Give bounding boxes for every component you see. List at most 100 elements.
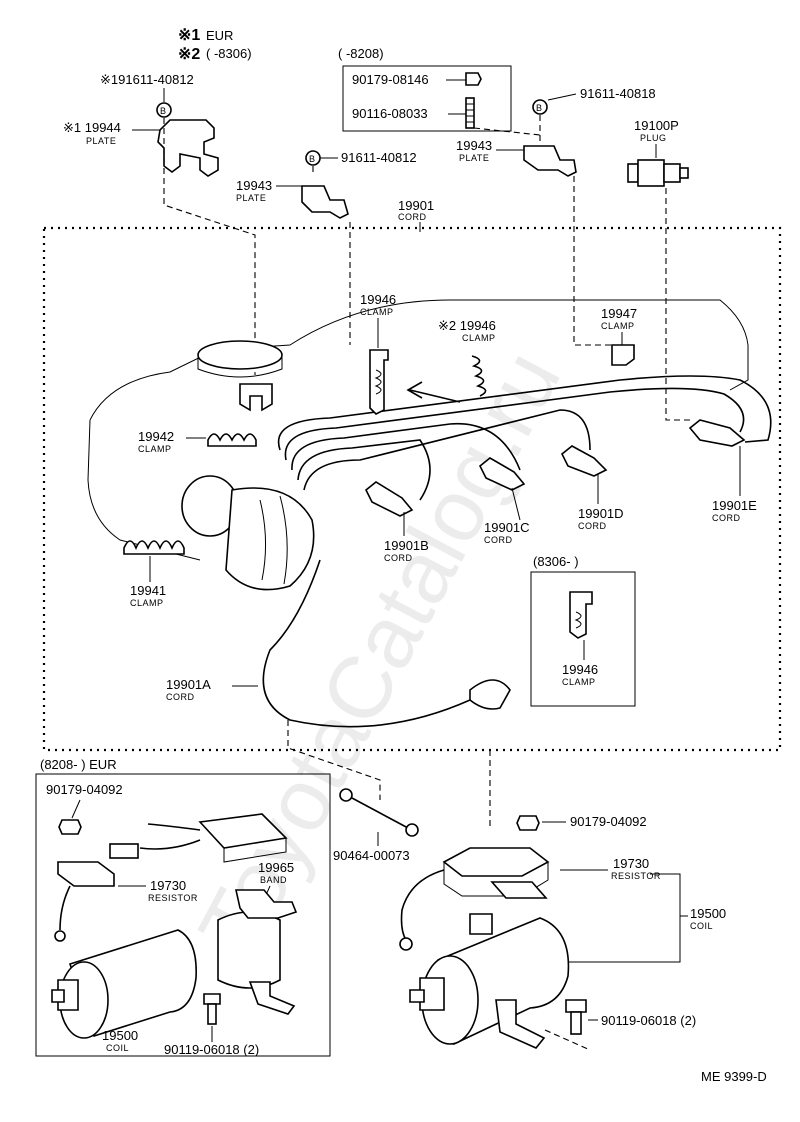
note2-text: ( -8306) <box>206 46 252 61</box>
inset-box-8306 <box>530 571 636 707</box>
dotted-frame <box>42 226 782 752</box>
note2-mark: ※2 <box>178 46 200 63</box>
nut-right-icon <box>516 815 540 831</box>
bolt-symbol-2: B <box>305 150 321 166</box>
part-90116-08033: 90116-08033 <box>352 106 428 121</box>
resistor-left <box>54 813 288 942</box>
part-19946-2: ※2 19946 <box>438 318 496 333</box>
nut-icon <box>465 72 482 86</box>
part-19901C-sub: CORD <box>484 535 513 545</box>
diagram-code: ME 9399-D <box>701 1069 767 1084</box>
bolt-symbol-3: B <box>532 99 548 115</box>
part-19943-left-sub: PLATE <box>236 193 266 203</box>
part-19500-left-sub: COIL <box>106 1043 129 1053</box>
coil-right <box>409 913 570 1049</box>
part-90179-04092-left: 90179-04092 <box>46 782 123 797</box>
bolt-box <box>342 65 512 132</box>
part-19901C: 19901C <box>484 520 530 535</box>
part-90179-04092-right: 90179-04092 <box>570 814 647 829</box>
part-19901B: 19901B <box>384 538 429 553</box>
part-19100P: 19100P <box>634 118 679 133</box>
wire-90464 <box>339 788 419 837</box>
clamp-19947 <box>611 344 635 366</box>
part-90464-00073: 90464-00073 <box>333 848 410 863</box>
part-90179-08146: 90179-08146 <box>352 72 429 87</box>
plate-19943-left <box>301 185 349 219</box>
part-19500-right: 19500 <box>690 906 726 921</box>
part-19947-sub: CLAMP <box>601 321 635 331</box>
note3-text: ( -8208) <box>338 46 384 61</box>
cord-bundle <box>262 375 772 728</box>
part-19965-sub: BAND <box>260 875 287 885</box>
part-19730-left: 19730 <box>150 878 186 893</box>
cord-boots <box>364 419 746 710</box>
header-notes: ※1 EUR ※2 ( -8306) ( -8208) <box>178 27 384 63</box>
part-19901E-sub: CORD <box>712 513 741 523</box>
part-19730-left-sub: RESISTOR <box>148 893 198 903</box>
note1-mark: ※1 <box>178 27 200 44</box>
part-19901: 19901 <box>398 198 434 213</box>
part-19943-left: 19943 <box>236 178 272 193</box>
plate-19944 <box>157 119 219 177</box>
clamp-19942 <box>207 433 257 447</box>
clamp-19946-2 <box>471 355 487 397</box>
part-19946-inset: 19946 <box>562 662 598 677</box>
part-19965: 19965 <box>258 860 294 875</box>
part-19946-2-sub: CLAMP <box>462 333 496 343</box>
part-8306: (8306- ) <box>533 554 579 569</box>
svg-text:B: B <box>309 154 316 164</box>
bolt-left <box>203 993 221 1025</box>
part-19901D-sub: CORD <box>578 521 607 531</box>
part-90119-06018-right: 90119-06018 (2) <box>601 1013 696 1028</box>
svg-text:B: B <box>160 106 167 116</box>
note1-text: EUR <box>206 28 233 43</box>
part-19901E: 19901E <box>712 498 757 513</box>
band-19965 <box>217 889 298 1015</box>
part-19901-sub: CORD <box>398 212 427 222</box>
spark-plug <box>627 159 689 187</box>
part-91611-40818: 91611-40818 <box>580 86 656 101</box>
distributor <box>181 475 315 591</box>
clamp-19941 <box>123 540 185 555</box>
part-19943-right-sub: PLATE <box>459 153 489 163</box>
part-19730-right-sub: RESISTOR <box>611 871 661 881</box>
part-19941: 19941 <box>130 583 166 598</box>
part-19901B-sub: CORD <box>384 553 413 563</box>
part-19901A: 19901A <box>166 677 211 692</box>
plate-19943-right <box>523 145 577 177</box>
part-191611-40812: ※191611-40812 <box>100 72 194 87</box>
clamp-19946 <box>369 349 389 415</box>
part-19944-sub: PLATE <box>86 136 116 146</box>
bolt-symbol-1: B <box>156 102 172 118</box>
part-19946: 19946 <box>360 292 396 307</box>
part-19901D: 19901D <box>578 506 624 521</box>
part-19942-sub: CLAMP <box>138 444 172 454</box>
nut-left-icon <box>58 819 82 835</box>
part-19901A-sub: CORD <box>166 692 195 702</box>
part-90119-06018-left: 90119-06018 (2) <box>164 1042 259 1057</box>
oil-cap <box>197 340 283 412</box>
part-19942: 19942 <box>138 429 174 444</box>
engine-outline <box>89 299 749 421</box>
stud-icon <box>465 97 475 129</box>
part-19943-right: 19943 <box>456 138 492 153</box>
coil-left <box>51 929 197 1039</box>
direction-arrow <box>406 381 461 403</box>
bolt-right <box>565 999 587 1035</box>
part-19946-inset-sub: CLAMP <box>562 677 596 687</box>
part-19947: 19947 <box>601 306 637 321</box>
inset-box-8208 <box>35 773 331 1057</box>
part-19941-sub: CLAMP <box>130 598 164 608</box>
part-19500-right-sub: COIL <box>690 921 713 931</box>
part-19730-right: 19730 <box>613 856 649 871</box>
part-19946-sub: CLAMP <box>360 307 394 317</box>
part-19500-left: 19500 <box>102 1028 138 1043</box>
svg-text:B: B <box>536 103 543 113</box>
part-19944: ※1 19944 <box>63 120 121 135</box>
resistor-right <box>399 847 550 951</box>
part-91611-40812: 91611-40812 <box>341 150 417 165</box>
clamp-19946-inset <box>569 591 593 639</box>
part-19100P-sub: PLUG <box>640 133 667 143</box>
part-8208-eur: (8208- ) EUR <box>40 757 117 772</box>
